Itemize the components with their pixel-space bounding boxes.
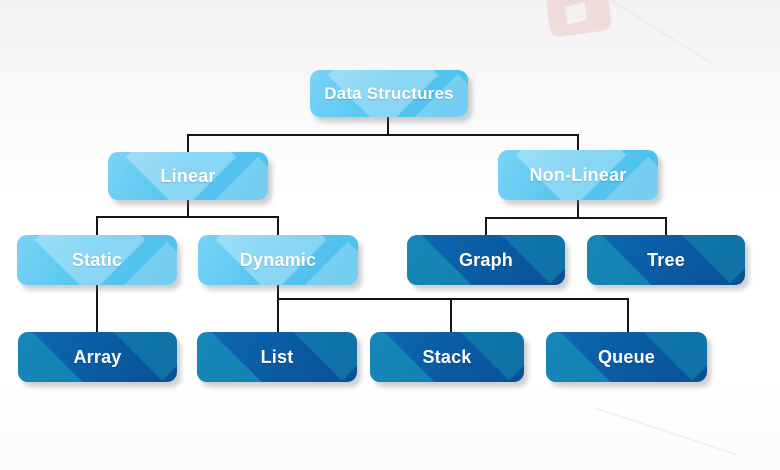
- node-static: Static: [17, 235, 177, 285]
- connector-tree-top: [665, 217, 667, 235]
- connector-nonlinear-top: [577, 134, 579, 151]
- connector-queue-top: [627, 298, 629, 332]
- connector-dynamic-top: [277, 216, 279, 235]
- connector-linear-top: [187, 134, 189, 153]
- connector-stack-top: [450, 298, 452, 332]
- node-list: List: [197, 332, 357, 382]
- connector-static-array: [96, 285, 98, 332]
- node-data-structures: Data Structures: [310, 70, 468, 117]
- node-array: Array: [18, 332, 177, 382]
- connector-dynamic-down: [277, 285, 279, 300]
- connector-linear-children-horizontal: [96, 216, 279, 218]
- node-queue: Queue: [546, 332, 707, 382]
- connector-level1-horizontal: [187, 134, 579, 136]
- node-non-linear-label: Non-Linear: [529, 164, 627, 185]
- connector-nonlinear-children-horizontal: [485, 217, 667, 219]
- connector-root-down: [387, 117, 389, 136]
- connector-list-top: [277, 298, 279, 332]
- background-streak: [593, 406, 737, 456]
- faded-watermark-logo: [545, 0, 613, 39]
- node-array-label: Array: [73, 346, 122, 367]
- connector-dynamic-children-horizontal: [277, 298, 629, 300]
- connector-graph-top: [485, 217, 487, 235]
- node-dynamic: Dynamic: [198, 235, 358, 285]
- connector-linear-down: [187, 200, 189, 218]
- node-static-label: Static: [71, 249, 123, 270]
- node-non-linear: Non-Linear: [498, 150, 658, 200]
- node-tree: Tree: [587, 235, 745, 285]
- connector-nonlinear-down: [577, 200, 579, 219]
- node-list-label: List: [260, 346, 294, 367]
- node-stack-label: Stack: [422, 346, 472, 367]
- background-streak: [608, 0, 712, 64]
- node-tree-label: Tree: [647, 249, 685, 270]
- node-graph-label: Graph: [458, 249, 513, 270]
- node-dynamic-label: Dynamic: [239, 249, 317, 270]
- node-stack: Stack: [370, 332, 524, 382]
- node-linear-label: Linear: [160, 165, 216, 186]
- node-queue-label: Queue: [597, 346, 655, 367]
- node-graph: Graph: [407, 235, 565, 285]
- node-linear: Linear: [108, 152, 268, 200]
- connector-static-top: [96, 216, 98, 235]
- node-data-structures-label: Data Structures: [324, 83, 454, 103]
